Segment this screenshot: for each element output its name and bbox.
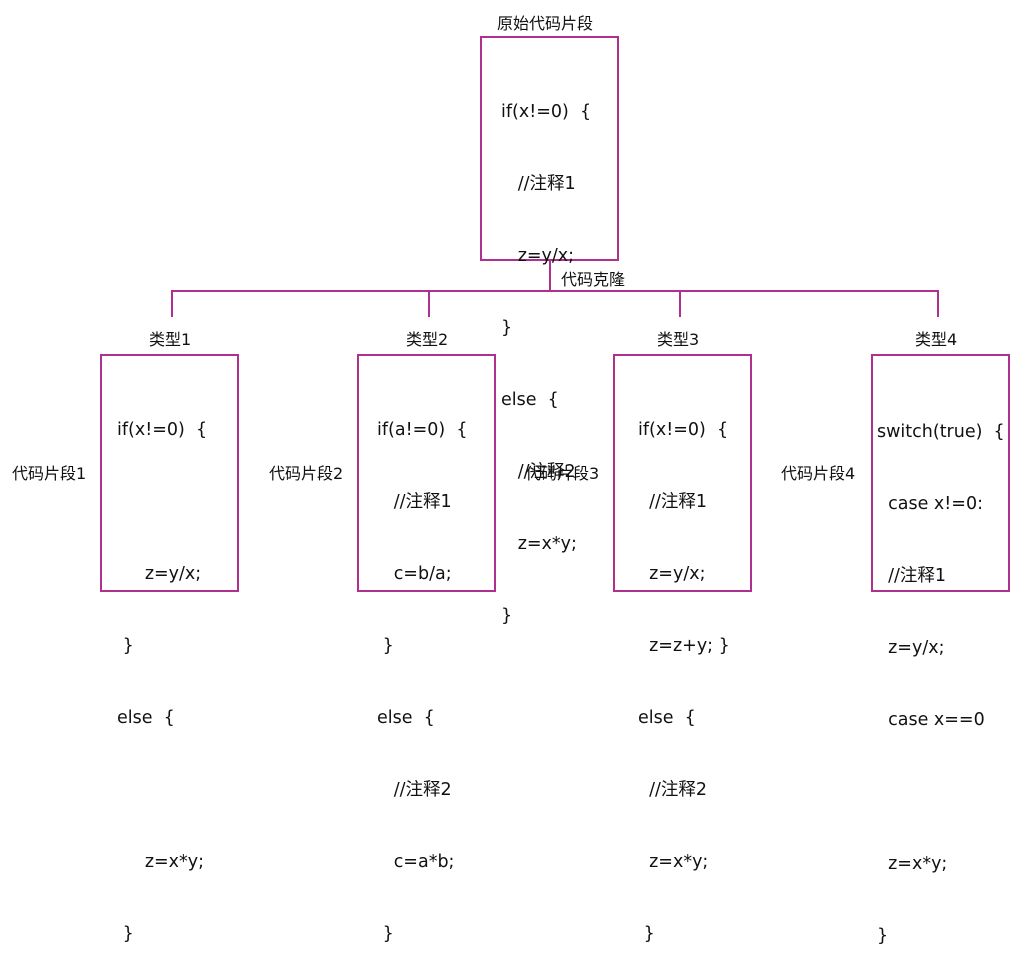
code-line: }: [638, 924, 655, 944]
code-line: z=x*y;: [117, 852, 205, 872]
code-line: }: [877, 926, 889, 946]
type-4-title: 类型4: [915, 330, 958, 349]
code-line: if(x!=0) {: [638, 420, 729, 440]
code-line: //注释1: [638, 492, 708, 512]
code-line: //注释1: [501, 174, 576, 194]
connector-drop-3: [679, 290, 681, 317]
original-snippet-box: [480, 36, 619, 261]
code-line: //注释1: [377, 492, 452, 512]
snippet-3-label: 代码片段3: [525, 464, 600, 483]
code-line: if(x!=0) {: [501, 102, 592, 122]
code-line: z=z+y; }: [638, 636, 730, 656]
code-line: if(x!=0) {: [117, 420, 208, 440]
connector-drop-4: [937, 290, 939, 317]
code-line: [877, 780, 1005, 804]
code-line: c=a*b;: [377, 852, 455, 872]
connector-drop-1: [171, 290, 173, 317]
type-3-box: [613, 354, 752, 592]
code-clone-diagram: { "top": { "title": "原始代码片段", "code": ["…: [12, 14, 1010, 946]
code-line: }: [117, 924, 134, 944]
code-line: //注释2: [377, 780, 452, 800]
type-3-code: if(x!=0) { //注释1 z=y/x; z=z+y; } else { …: [638, 370, 730, 970]
type-4-code: switch(true) { case x!=0: //注释1 z=y/x; c…: [877, 372, 1005, 972]
code-line: z=x*y;: [501, 534, 577, 554]
type-1-code: if(x!=0) { z=y/x; } else { z=x*y; }: [117, 370, 207, 970]
code-line: case x!=0:: [877, 494, 983, 514]
snippet-4-label: 代码片段4: [781, 464, 856, 483]
code-line: case x==0: [877, 710, 985, 730]
code-line: else {: [501, 390, 559, 410]
code-line: else {: [117, 708, 175, 728]
code-line: }: [117, 636, 134, 656]
code-line: }: [377, 636, 394, 656]
code-line: [117, 490, 207, 514]
connector-horizontal: [171, 290, 939, 292]
snippet-1-label: 代码片段1: [12, 464, 87, 483]
snippet-2-label: 代码片段2: [269, 464, 344, 483]
code-line: }: [501, 606, 513, 626]
code-line: z=x*y;: [638, 852, 709, 872]
connector-stem: [549, 261, 551, 291]
type-2-box: [357, 354, 496, 592]
connector-label: 代码克隆: [561, 270, 626, 289]
code-line: //注释2: [501, 462, 576, 482]
code-line: if(a!=0) {: [377, 420, 468, 440]
code-line: //注释2: [638, 780, 708, 800]
code-line: z=y/x;: [117, 564, 202, 584]
code-line: }: [377, 924, 394, 944]
original-snippet-title: 原始代码片段: [497, 14, 594, 33]
code-line: [117, 778, 207, 802]
original-snippet-code: if(x!=0) { //注释1 z=y/x; } else { //注释2 z…: [501, 52, 591, 652]
type-4-box: [871, 354, 1010, 592]
code-line: //注释1: [877, 566, 947, 586]
code-line: else {: [377, 708, 435, 728]
type-2-code: if(a!=0) { //注释1 c=b/a; } else { //注释2 c…: [377, 370, 467, 970]
type-2-title: 类型2: [406, 330, 449, 349]
type-3-title: 类型3: [657, 330, 700, 349]
code-line: z=y/x;: [877, 638, 945, 658]
connector-drop-2: [428, 290, 430, 317]
type-1-box: [100, 354, 239, 592]
type-1-title: 类型1: [149, 330, 192, 349]
code-line: z=x*y;: [877, 854, 948, 874]
code-line: }: [501, 318, 513, 338]
code-line: switch(true) {: [877, 422, 1005, 442]
code-line: z=y/x;: [638, 564, 706, 584]
code-line: c=b/a;: [377, 564, 452, 584]
code-line: else {: [638, 708, 696, 728]
code-line: z=y/x;: [501, 246, 575, 266]
